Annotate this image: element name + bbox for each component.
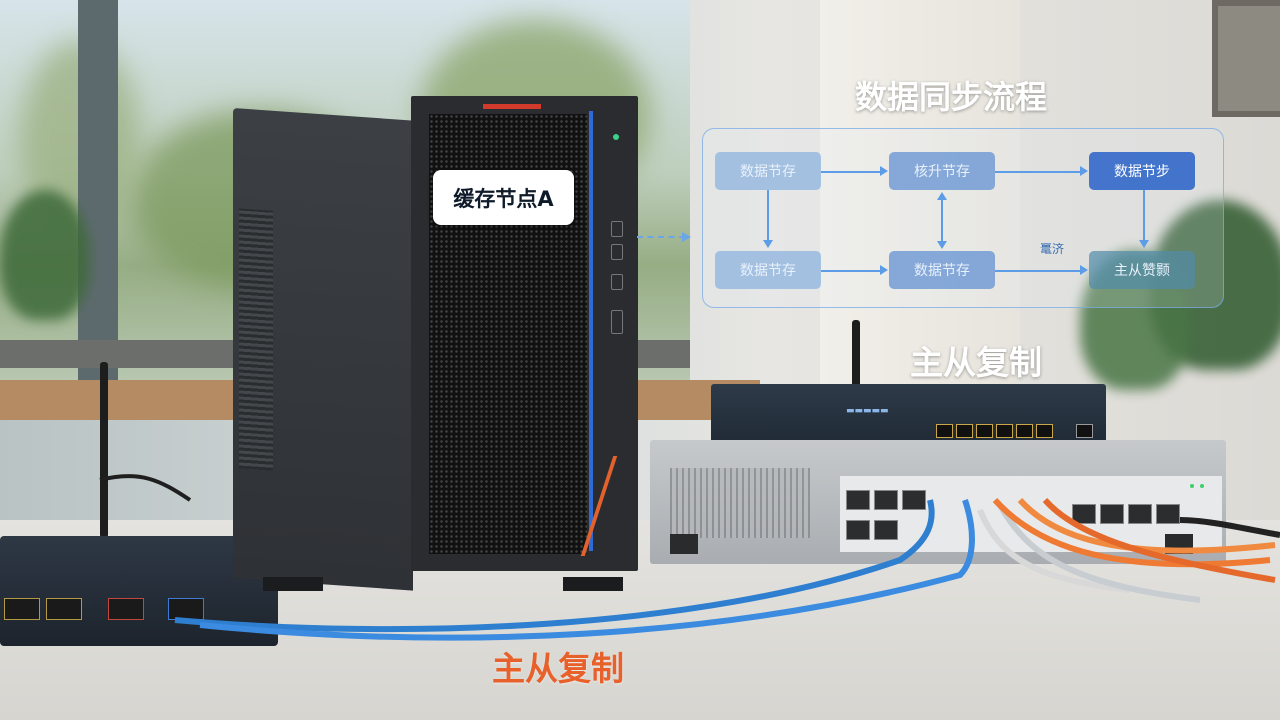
blue-cable: [174, 499, 935, 633]
switch-brand-mark: ▬▬▬▬▬: [846, 406, 889, 416]
flow-node: 数据节步: [1089, 152, 1195, 190]
flow-node: 数据节存: [715, 251, 821, 289]
flow-arrow: [821, 171, 881, 173]
switch-port: [902, 490, 926, 510]
orange-cable: [1042, 498, 1276, 583]
tower-foot: [263, 577, 323, 591]
black-cable: [1179, 517, 1280, 538]
switch-port: [874, 520, 898, 540]
flow-arrow: [767, 190, 769, 242]
blue-cable: [199, 499, 975, 641]
front-port: [611, 244, 623, 260]
switch-port: [1036, 424, 1053, 438]
switch-port: [874, 490, 898, 510]
front-port: [611, 310, 623, 334]
lan-port: [4, 598, 40, 620]
window-frame: [78, 0, 118, 380]
arrow-head-icon: [937, 241, 947, 249]
arrow-head-icon: [1139, 240, 1149, 248]
switch-port: [846, 490, 870, 510]
grey-cable: [997, 503, 1201, 603]
switch-port: [1016, 424, 1033, 438]
power-led: [613, 134, 619, 140]
flow-node-label: 数据节存: [914, 263, 970, 279]
red-accent: [483, 104, 541, 109]
black-cable: [99, 474, 192, 502]
flow-arrow: [821, 270, 881, 272]
lan-port: [108, 598, 144, 620]
flow-title: 数据同步流程: [855, 78, 1048, 116]
replication-caption-orange: 主从复制: [492, 649, 624, 688]
flow-arrow: [1143, 190, 1145, 242]
switch-port: [936, 424, 953, 438]
switch-port: [1156, 504, 1180, 524]
switch-port: [1076, 424, 1093, 438]
front-port: [611, 274, 623, 290]
flow-arrow: [995, 270, 1081, 272]
flow-node: 核升节存: [889, 152, 995, 190]
switch-antenna: [852, 320, 860, 390]
flow-node: 数据节存: [715, 152, 821, 190]
flow-edge-label: 鼍济: [1040, 242, 1065, 256]
arrow-head-icon: [880, 265, 888, 275]
arrow-head-icon: [880, 166, 888, 176]
server-label-card: 缓存节点A: [433, 170, 574, 225]
switch-port: [846, 520, 870, 540]
status-led: [1200, 484, 1204, 488]
flow-arrow: [995, 171, 1081, 173]
flow-node-label: 核升节存: [914, 164, 970, 180]
blue-light-strip: [589, 111, 593, 551]
switch-vent: [670, 468, 810, 538]
switch-foot: [670, 534, 698, 554]
flow-node-label: 数据节步: [1114, 164, 1170, 180]
flow-arrow: [941, 198, 943, 243]
switch-port: [1072, 504, 1096, 524]
dashed-arrow-icon: [637, 232, 691, 242]
wall-picture: [1212, 0, 1280, 117]
switch-port: [976, 424, 993, 438]
orange-cable: [1017, 498, 1276, 554]
switch-port: [1128, 504, 1152, 524]
switch-port: [1100, 504, 1124, 524]
arrow-head-icon: [1080, 166, 1088, 176]
switch-port: [956, 424, 973, 438]
status-led: [1190, 484, 1194, 488]
front-port: [611, 221, 623, 237]
plant-left: [0, 190, 90, 320]
switch-port: [996, 424, 1013, 438]
tower-foot: [563, 577, 623, 591]
flow-node: 数据节存: [889, 251, 995, 289]
grey-cable: [977, 508, 1131, 593]
large-network-switch: [650, 440, 1226, 564]
arrow-head-icon: [937, 192, 947, 200]
lan-port: [46, 598, 82, 620]
flow-node-label: 数据节存: [740, 263, 796, 279]
server-label: 缓存节点A: [453, 186, 554, 211]
arrow-head-icon: [1080, 265, 1088, 275]
router-antenna: [100, 362, 108, 538]
flow-node: 主从赞颢: [1089, 251, 1195, 289]
flow-node-label: 数据节存: [740, 164, 796, 180]
flow-node-label: 主从赞颢: [1114, 263, 1170, 279]
replication-caption: 主从复制: [910, 343, 1042, 382]
arrow-head-icon: [763, 240, 773, 248]
orange-cable: [992, 497, 1271, 568]
